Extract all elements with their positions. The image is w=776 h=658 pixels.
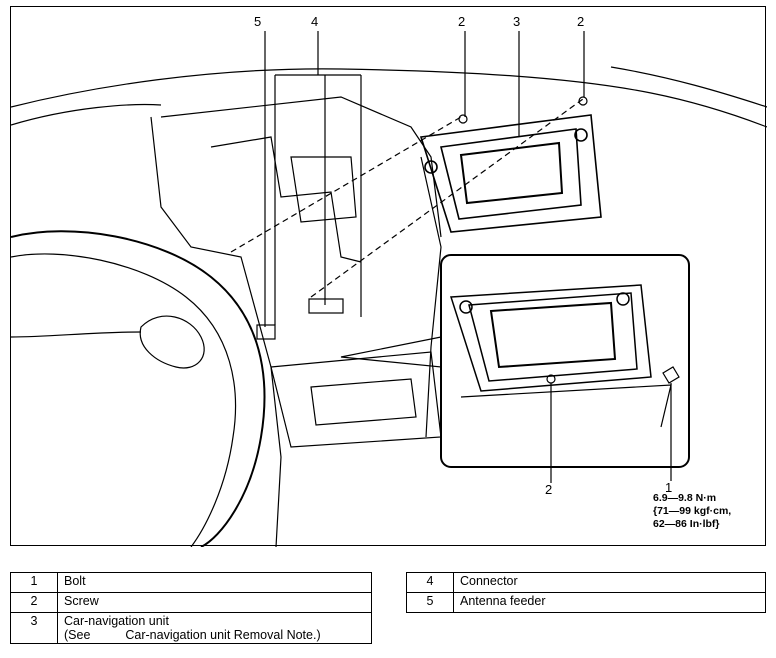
legend-row: 3 Car-navigation unit (See Car-navigatio… xyxy=(10,612,372,644)
console-bracket xyxy=(210,136,362,263)
nav-unit-detail xyxy=(449,284,652,392)
torque-line-1: 6.9—9.8 N·m xyxy=(653,492,717,504)
legend-number: 3 xyxy=(10,612,58,644)
removal-note-link[interactable]: Car-navigation unit Removal Note.) xyxy=(125,628,321,642)
console-lower-detail xyxy=(310,378,417,426)
legend-label: Antenna feeder xyxy=(453,592,766,613)
screw-2b xyxy=(578,96,588,106)
legend-row: 4 Connector xyxy=(406,572,766,593)
console-frame-top xyxy=(160,96,442,238)
legend-number: 5 xyxy=(406,592,454,613)
console-frame-left xyxy=(150,116,282,547)
steering-hub xyxy=(139,315,205,369)
legend-row: 5 Antenna feeder xyxy=(406,592,766,613)
console-lower xyxy=(270,351,442,448)
legend-number: 2 xyxy=(10,592,58,613)
steering-spoke xyxy=(11,331,142,338)
legend-label: Car-navigation unit xyxy=(64,614,169,628)
parts-legend-right: 4 Connector 5 Antenna feeder xyxy=(406,572,766,613)
callout-5: 5 xyxy=(254,14,262,29)
callout-2-detail: 2 xyxy=(545,482,553,497)
callout-2-left: 2 xyxy=(458,14,466,29)
zoom-box xyxy=(440,254,690,468)
torque-line-3: 62—86 In·lbf} xyxy=(653,518,720,530)
detail-bracket xyxy=(460,384,672,428)
legend-label: Bolt xyxy=(57,572,372,593)
windshield-edge xyxy=(610,66,767,108)
callout-2-right: 2 xyxy=(577,14,585,29)
connector-shape xyxy=(308,298,344,314)
legend-number: 4 xyxy=(406,572,454,593)
exploded-view-diagram: 5 4 2 3 2 2 1 6.9—9.8 N·m {71—99 kgf·cm,… xyxy=(10,6,767,547)
steering-wheel-rim xyxy=(11,230,266,547)
console-right-edge xyxy=(420,156,442,438)
legend-note-prefix: (See xyxy=(64,628,91,642)
torque-spec: 6.9—9.8 N·m {71—99 kgf·cm, 62—86 In·lbf} xyxy=(653,492,731,531)
legend-row: 2 Screw xyxy=(10,592,372,613)
dashed-line-a xyxy=(230,116,462,253)
steering-wheel-inner xyxy=(11,253,237,547)
parts-legend-left: 1 Bolt 2 Screw 3 Car-navigation unit (Se… xyxy=(10,572,372,644)
antenna-feeder-shape xyxy=(256,324,276,340)
legend-row: 1 Bolt xyxy=(10,572,372,593)
screw-2a xyxy=(458,114,468,124)
torque-line-2: {71—99 kgf·cm, xyxy=(653,505,732,517)
bolt-1 xyxy=(662,366,680,384)
legend-label: Connector xyxy=(453,572,766,593)
callout-4: 4 xyxy=(311,14,319,29)
dashboard-illustration xyxy=(11,31,767,547)
legend-note: (See Car-navigation unit Removal Note.) xyxy=(64,628,365,642)
dashed-line-b xyxy=(310,98,584,298)
callout-1: 1 xyxy=(665,480,673,495)
nav-unit-main xyxy=(419,114,602,233)
callout-3: 3 xyxy=(513,14,521,29)
dashboard-top-contour xyxy=(11,68,767,128)
legend-number: 1 xyxy=(10,572,58,593)
console-cavity xyxy=(290,156,357,223)
legend-label: Screw xyxy=(57,592,372,613)
legend-label-multiline: Car-navigation unit (See Car-navigation … xyxy=(57,612,372,644)
dashboard-upper-edge xyxy=(11,103,162,126)
